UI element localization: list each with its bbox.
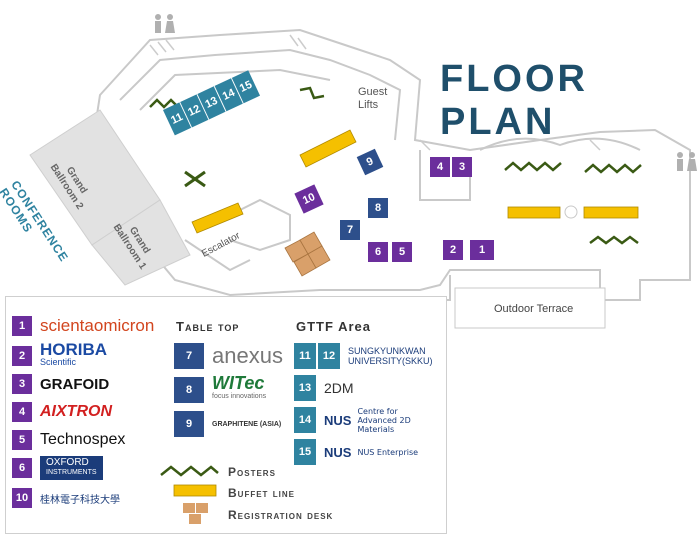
legend-gttf-11-12: 11 12 SUNGKYUNKWAN UNIVERSITY(SKKU) <box>294 343 433 369</box>
buffet-line-3 <box>507 206 561 219</box>
exhibitor-logo-oxford-instruments: OXFORD INSTRUMENTS <box>40 456 103 480</box>
legend-tabletop-8: 8 WITec focus innovations <box>174 373 267 404</box>
exhibitor-logo-aixtron: AIXTRON <box>40 403 112 420</box>
registration-key-icon <box>183 503 195 513</box>
legend-exhibitor-3: 3 GRAFOID <box>12 373 109 395</box>
map-booth-3[interactable]: 3 <box>452 157 472 177</box>
buffet-key-label: Buffet line <box>228 486 295 500</box>
legend-key-symbols <box>160 465 219 524</box>
horiba-name: HORIBA <box>40 340 108 359</box>
exhibitor-logo-grafoid: GRAFOID <box>40 375 110 393</box>
legend-booth-badge: 13 <box>294 375 316 401</box>
exhibitor-logo-technospex: Technospex <box>40 431 126 448</box>
stairs <box>149 34 601 151</box>
buffet-line-1 <box>299 129 357 168</box>
outdoor-terrace-area <box>454 287 606 329</box>
legend-booth-badge: 3 <box>12 374 32 394</box>
exhibitor-logo-horiba: HORIBA Scientific <box>40 340 108 369</box>
map-booth-5[interactable]: 5 <box>392 242 412 262</box>
exhibitor-logo-anexus: anexus <box>212 343 283 368</box>
restroom-icon <box>155 14 175 33</box>
legend-exhibitor-2: 2 HORIBA Scientific <box>12 340 108 369</box>
poster-zigzag-4 <box>584 163 642 174</box>
registration-desk <box>284 231 331 277</box>
legend-booth-badge: 7 <box>174 343 204 369</box>
map-booth-2[interactable]: 2 <box>443 240 463 260</box>
posters-markers <box>149 86 642 245</box>
column-marker <box>564 205 578 219</box>
poster-zigzag-3 <box>504 161 562 172</box>
oxford-sub: INSTRUMENTS <box>46 469 97 476</box>
legend-booth-badge: 8 <box>174 377 204 403</box>
registration-key-label: Registration desk <box>228 508 334 522</box>
legend-exhibitor-5: 5 Technospex <box>12 429 125 451</box>
legend-booth-badge: 10 <box>12 488 32 508</box>
buffet-lines <box>191 129 639 234</box>
witec-sub: focus innovations <box>212 393 267 400</box>
legend-booth-badge: 9 <box>174 411 204 437</box>
legend-booth-badge: 12 <box>318 343 340 369</box>
restroom-icon-2 <box>677 152 697 171</box>
legend-booth-badge: 2 <box>12 346 32 366</box>
map-booth-6[interactable]: 6 <box>368 242 388 262</box>
legend-booth-badge: 14 <box>294 407 316 433</box>
legend-gttf-13: 13 2DM <box>294 375 354 401</box>
exhibitor-logo-skku: SUNGKYUNKWAN UNIVERSITY(SKKU) <box>348 346 433 366</box>
legend-booth-badge: 1 <box>12 316 32 336</box>
legend-exhibitor-10: 10 桂林電子科技大學 <box>12 487 120 509</box>
building-outline <box>88 28 691 301</box>
outdoor-terrace-label: Outdoor Terrace <box>494 303 574 315</box>
table-top-heading: Table top <box>176 319 240 334</box>
exhibitor-logo-2dm: 2DM <box>324 380 354 396</box>
cross-marker-icon <box>184 170 206 188</box>
exhibitor-logo-guilin-university: 桂林電子科技大學 <box>40 494 120 506</box>
legend-exhibitor-6: 6 OXFORD INSTRUMENTS <box>12 456 103 480</box>
nus-c2dm-sub: Centre for Advanced 2D Materials <box>357 406 411 434</box>
legend-booth-badge: 15 <box>294 439 316 465</box>
legend-exhibitor-1: 1 scientaomicron <box>12 315 154 337</box>
oxford-name: OXFORD <box>46 457 89 468</box>
exhibitor-logo-nus-enterprise: NUS <box>324 444 352 460</box>
legend-booth-badge: 4 <box>12 402 32 422</box>
map-booth-4[interactable]: 4 <box>430 157 450 177</box>
guest-lifts-label: Guest Lifts <box>358 86 388 111</box>
legend-tabletop-7: 7 anexus <box>174 343 283 369</box>
map-booth-8[interactable]: 8 <box>368 198 388 218</box>
map-booth-7[interactable]: 7 <box>340 220 360 240</box>
buffet-line-4 <box>583 206 639 219</box>
poster-zigzag-1 <box>149 98 179 109</box>
legend-gttf-14: 14 NUS Centre for Advanced 2D Materials <box>294 406 427 434</box>
buffet-line-2 <box>191 202 244 234</box>
gttf-heading: GTTF Area <box>296 319 371 334</box>
legend-booth-badge: 11 <box>294 343 316 369</box>
nus-enterprise-sub: NUS Enterprise <box>357 447 419 457</box>
legend-booth-badge: 6 <box>12 458 32 478</box>
exhibitor-logo-graphitene: GRAPHITENE (ASIA) <box>212 420 282 428</box>
posters-key-icon <box>160 465 219 477</box>
legend-booth-badge: 5 <box>12 430 32 450</box>
witec-name: WITec <box>212 373 265 393</box>
legend-tabletop-9: 9 GRAPHITENE (ASIA) <box>174 411 282 437</box>
exhibitor-logo-nus-c2dm: NUS <box>324 412 352 428</box>
poster-zigzag-5 <box>589 235 639 245</box>
skku-name: SUNGKYUNKWAN <box>348 346 426 356</box>
page-title: FLOOR PLAN <box>440 58 588 143</box>
map-booth-1[interactable]: 1 <box>470 240 494 260</box>
poster-zigzag-2 <box>299 86 325 100</box>
legend-panel: 1 scientaomicron 2 HORIBA Scientific 3 G… <box>5 296 447 534</box>
horiba-sub: Scientific <box>40 357 77 367</box>
legend-exhibitor-4: 4 AIXTRON <box>12 401 112 423</box>
legend-gttf-15: 15 NUS NUS Enterprise <box>294 439 419 465</box>
skku-sub: UNIVERSITY(SKKU) <box>348 356 433 366</box>
grand-ballroom-1-area <box>91 199 191 286</box>
buffet-key-icon <box>173 484 217 497</box>
posters-key-label: Posters <box>228 465 276 479</box>
exhibitor-logo-scientaomicron: scientaomicron <box>40 316 155 335</box>
exhibitor-logo-witec: WITec focus innovations <box>212 373 267 404</box>
